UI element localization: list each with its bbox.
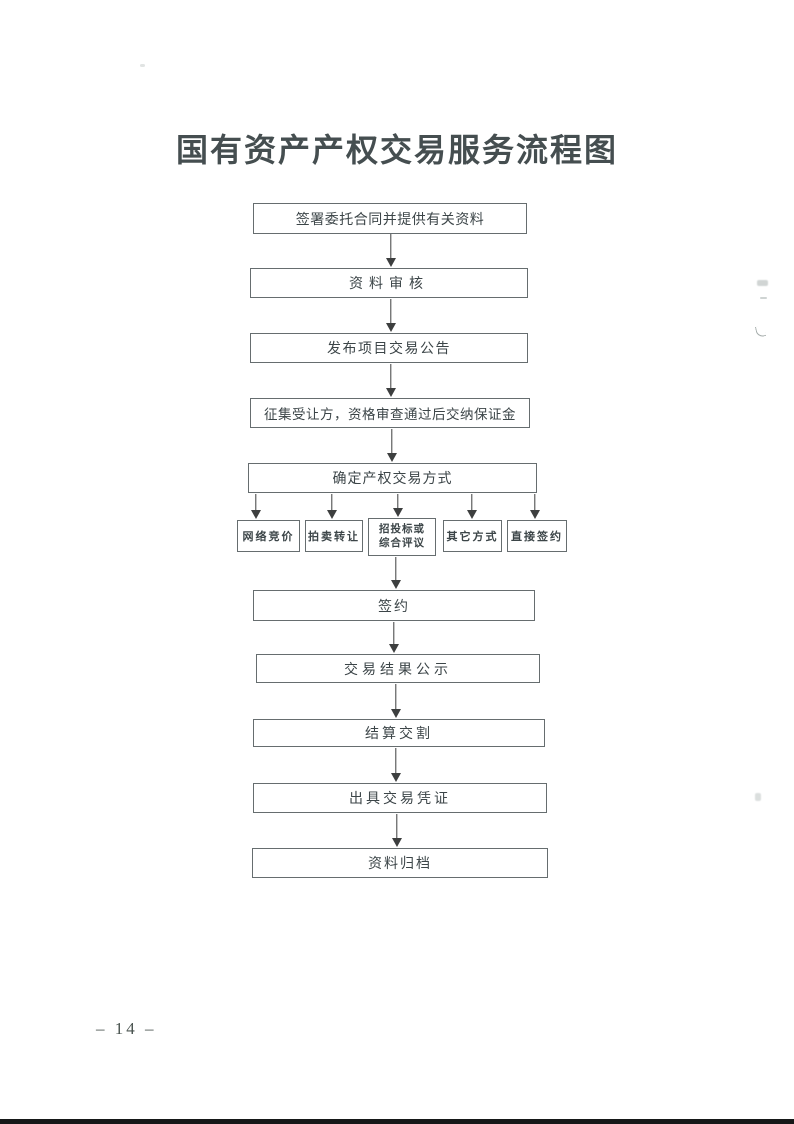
method-direct-signing: 直接签约 bbox=[507, 520, 567, 552]
scan-artifact-smudge bbox=[757, 280, 768, 286]
scan-artifact-speck bbox=[755, 793, 761, 801]
method-online-bidding: 网络竞价 bbox=[237, 520, 300, 552]
arrow-down-icon bbox=[385, 364, 396, 397]
arrow-down-icon bbox=[466, 494, 477, 519]
step-result-publicity: 交易结果公示 bbox=[256, 654, 540, 683]
step-publish-trade-announcement: 发布项目交易公告 bbox=[250, 333, 528, 363]
scan-bottom-edge bbox=[0, 1119, 794, 1124]
step-issue-trade-certificate: 出具交易凭证 bbox=[253, 783, 547, 813]
step-determine-trade-method: 确定产权交易方式 bbox=[248, 463, 537, 493]
page-number: – 14 – bbox=[96, 1019, 157, 1038]
method-label-line-2: 综合评议 bbox=[379, 538, 425, 549]
arrow-down-icon bbox=[388, 622, 399, 653]
step-solicit-transferees: 征集受让方，资格审查通过后交纳保证金 bbox=[250, 398, 530, 428]
step-settlement-delivery: 结算交割 bbox=[253, 719, 545, 747]
arrow-down-icon bbox=[390, 684, 401, 718]
step-sign-entrust-contract: 签署委托合同并提供有关资料 bbox=[253, 203, 527, 234]
arrow-down-icon bbox=[390, 557, 401, 589]
step-archive-materials: 资料归档 bbox=[252, 848, 548, 878]
arrow-down-icon bbox=[385, 234, 396, 267]
method-tender-or-evaluation: 招投标或 综合评议 bbox=[368, 518, 436, 556]
arrow-down-icon bbox=[326, 494, 337, 519]
arrow-down-icon bbox=[392, 494, 403, 517]
page-title: 国有资产产权交易服务流程图 bbox=[175, 132, 618, 168]
arrow-down-icon bbox=[391, 814, 402, 847]
arrow-down-icon bbox=[386, 429, 397, 462]
arrow-down-icon bbox=[250, 494, 261, 519]
step-sign-contract: 签约 bbox=[253, 590, 535, 621]
scan-artifact-dash bbox=[760, 297, 767, 299]
arrow-down-icon bbox=[529, 494, 540, 519]
method-auction-transfer: 拍卖转让 bbox=[305, 520, 363, 552]
scan-artifact-squiggle bbox=[754, 325, 767, 338]
method-label-line-1: 招投标或 bbox=[379, 524, 425, 535]
arrow-down-icon bbox=[390, 748, 401, 782]
scan-artifact-speck bbox=[140, 64, 145, 67]
step-material-review: 资料审核 bbox=[250, 268, 528, 298]
arrow-down-icon bbox=[385, 299, 396, 332]
method-other: 其它方式 bbox=[443, 520, 502, 552]
